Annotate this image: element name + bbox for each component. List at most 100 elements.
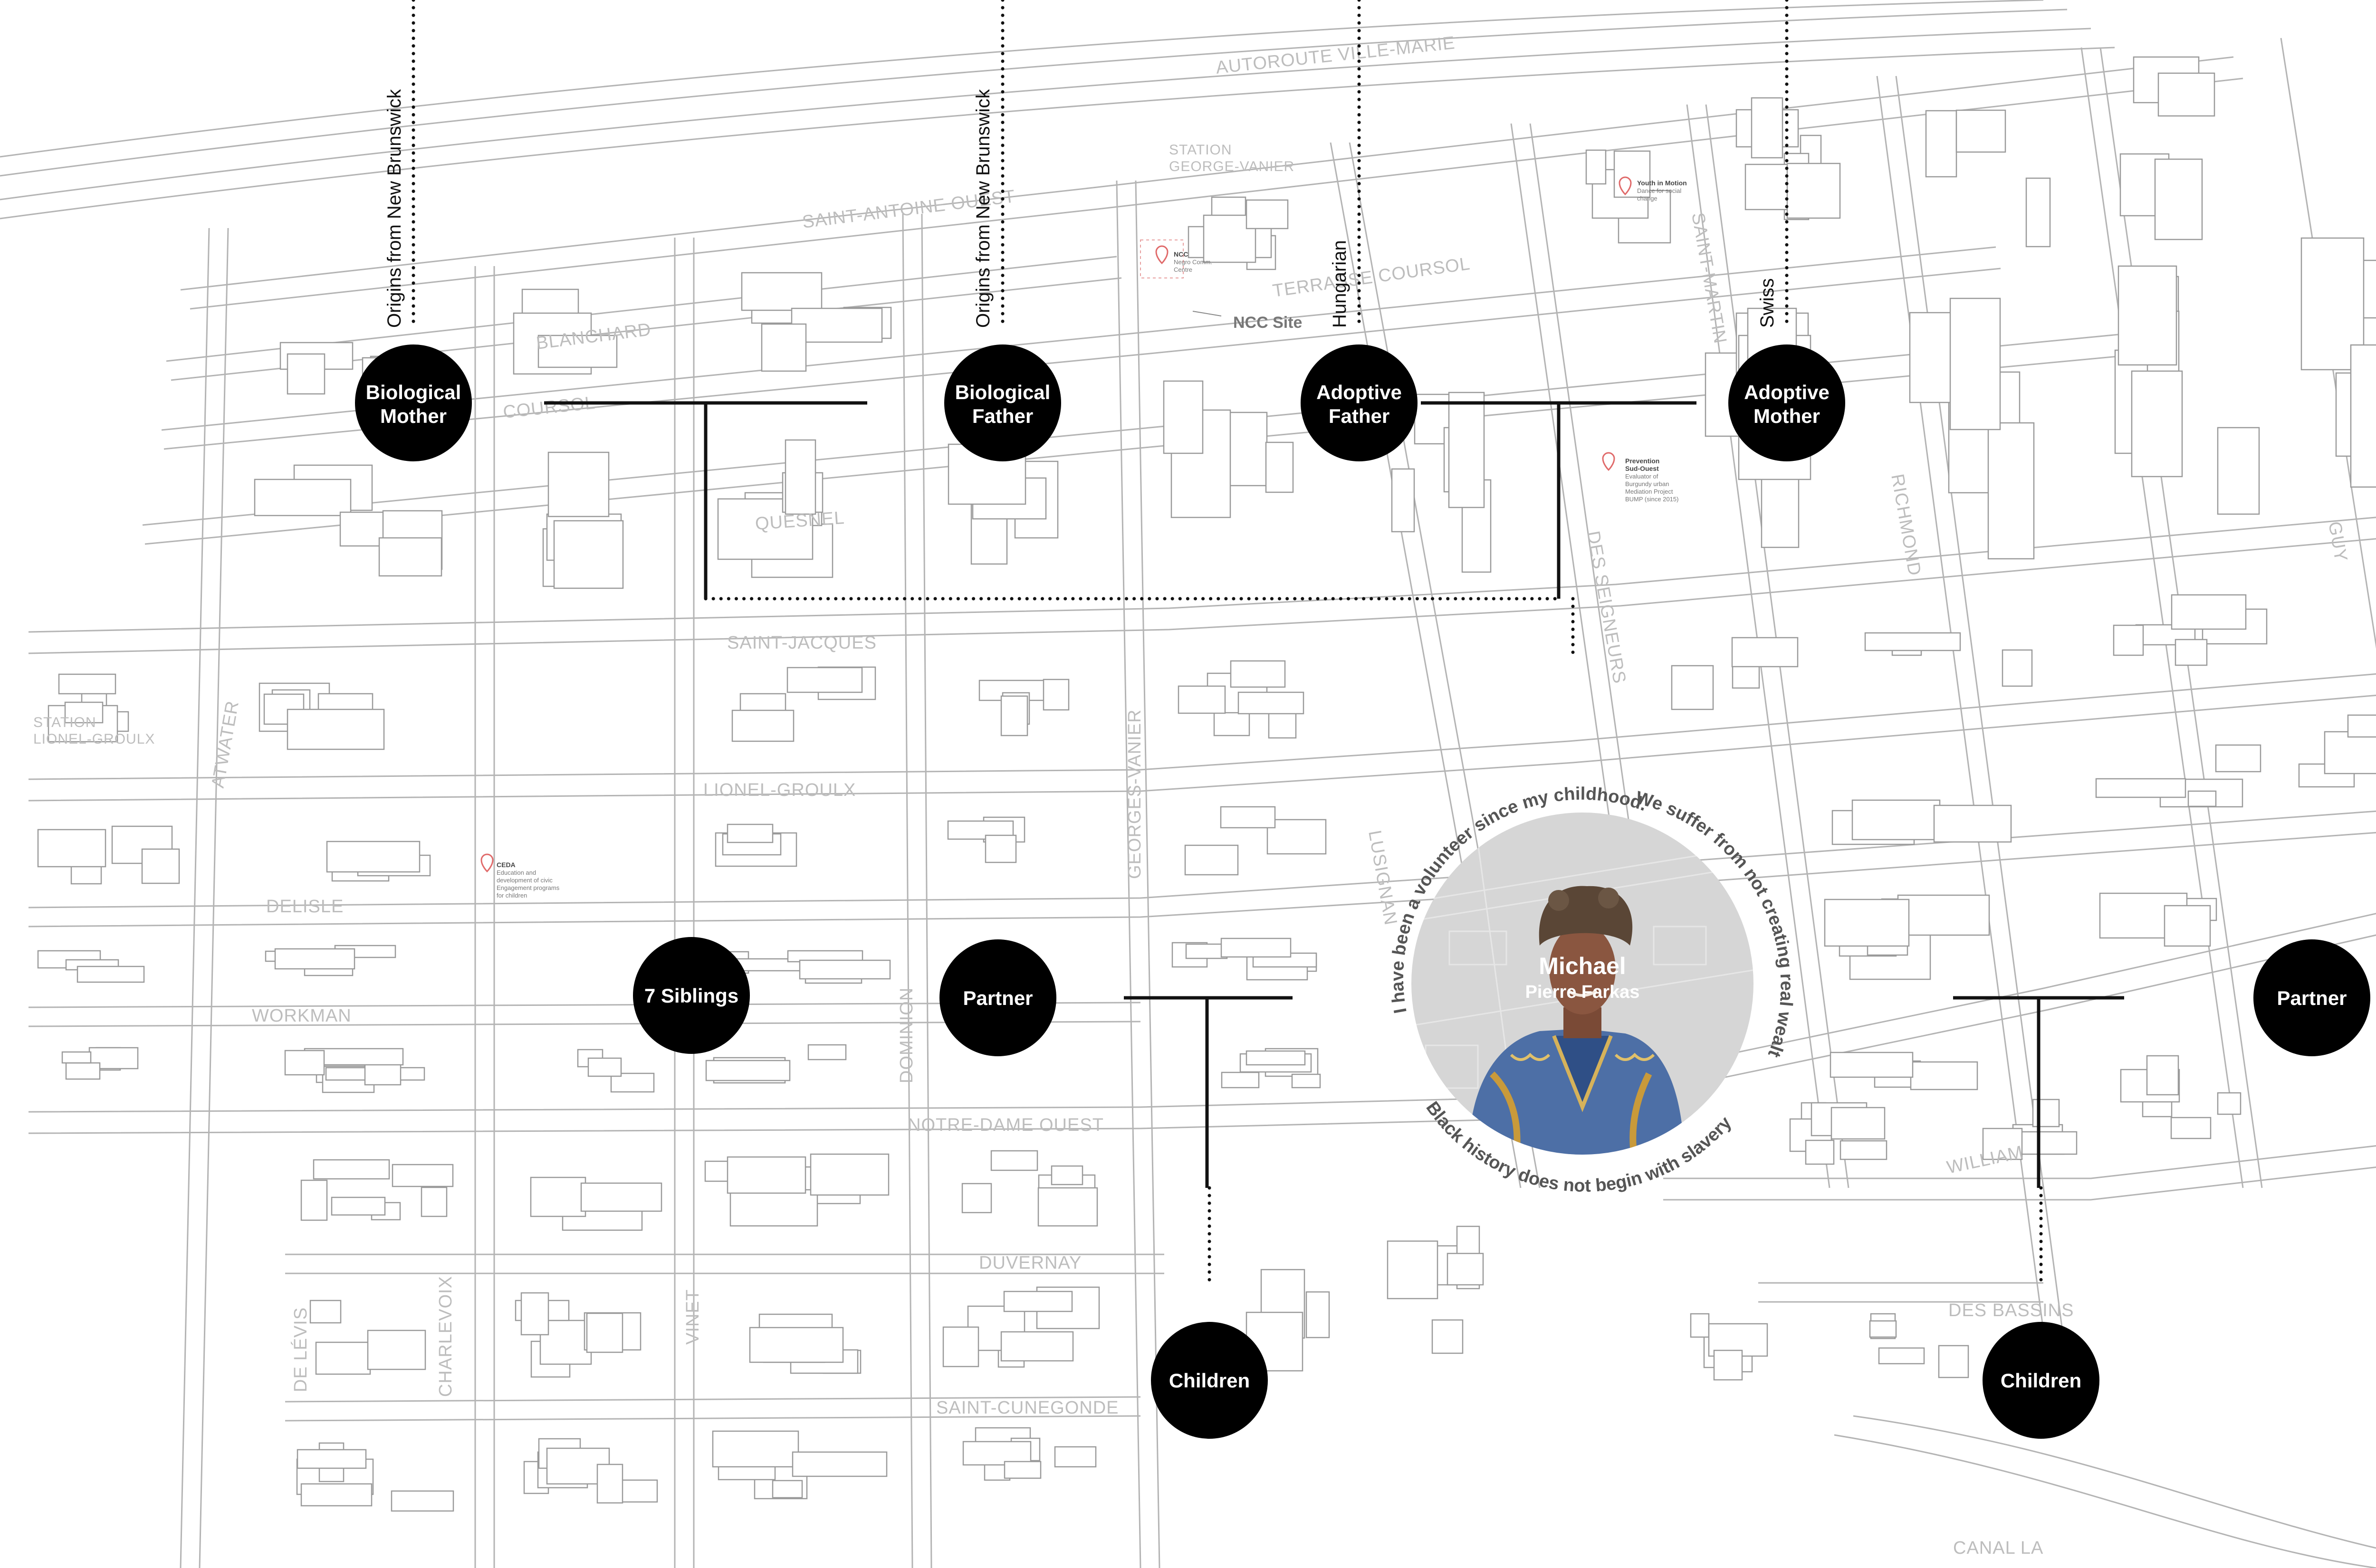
location-pin-icon — [480, 853, 494, 873]
street-label: SAINT-JACQUES — [727, 633, 877, 653]
origin-label-biological-father: Origins from New Brunswick — [973, 89, 994, 328]
building-footprint — [65, 1062, 101, 1080]
building-footprint — [786, 667, 863, 693]
ncc-site-hatch — [1140, 239, 1184, 278]
building-footprint — [729, 1189, 818, 1227]
poi-ceda[interactable]: CEDA Education and development of civic … — [480, 853, 560, 899]
building-footprint — [61, 1051, 92, 1064]
node-label: Partner — [963, 987, 1033, 1009]
building-footprint — [1938, 1345, 1969, 1378]
building-footprint — [1878, 1347, 1925, 1365]
building-footprint — [1213, 710, 1250, 736]
building-footprint — [1220, 937, 1292, 958]
street-label: GUY — [2324, 520, 2351, 563]
family-node-children-left[interactable]: Children — [1151, 1322, 1268, 1439]
node-label: Father — [972, 405, 1033, 427]
building-footprint — [284, 1050, 325, 1076]
building-footprint — [1178, 685, 1226, 714]
building-footprint — [1004, 1461, 1042, 1479]
poi-name: CEDA — [497, 861, 516, 869]
poi-desc: BUMP (since 2015) — [1625, 496, 1678, 503]
building-footprint — [300, 1179, 328, 1221]
building-footprint — [391, 1490, 454, 1512]
poi-youth-in-motion[interactable]: Youth in Motion Dance for social change — [1619, 176, 1687, 202]
building-footprint — [392, 1164, 454, 1187]
building-footprint — [961, 1183, 992, 1214]
family-node-partner-left[interactable]: Partner — [939, 939, 1056, 1056]
building-footprint — [1387, 1240, 1438, 1300]
poi-ncc[interactable]: NCC Negro Comm. Centre NCC Site — [1140, 239, 1302, 332]
poi-name: Sud-Ouest — [1625, 465, 1659, 472]
building-footprint — [1000, 695, 1028, 736]
street-label: SAINT-CUNEGONDE — [936, 1398, 1119, 1418]
building-footprint — [785, 439, 816, 515]
building-footprint — [367, 1329, 426, 1370]
street-label: DES BASSINS — [1948, 1300, 2074, 1320]
building-footprint — [2170, 1117, 2212, 1139]
family-connectors — [544, 401, 2124, 1188]
building-footprint — [792, 1451, 888, 1477]
building-footprint — [1949, 297, 2001, 430]
building-footprint — [741, 272, 823, 311]
building-footprint — [2324, 731, 2376, 774]
building-footprint — [712, 1430, 799, 1468]
family-node-adoptive-mother[interactable]: Adoptive Mother — [1728, 344, 1845, 461]
building-footprint — [2154, 158, 2203, 240]
poi-desc: Dance for social — [1637, 187, 1681, 194]
building-footprint — [64, 701, 104, 724]
building-footprint — [1305, 1291, 1330, 1339]
street-label: DUVERNAY — [979, 1253, 1082, 1273]
building-footprint — [1744, 163, 1794, 210]
street-label: CHARLEVOIX — [436, 1276, 456, 1397]
building-footprint — [2171, 594, 2247, 630]
street-label: CANAL LA — [1953, 1538, 2043, 1558]
building-footprint — [2095, 778, 2186, 798]
family-node-children-right[interactable]: Children — [1983, 1322, 2099, 1439]
building-footprint — [2215, 744, 2261, 773]
street-label: GEORGE-VANIER — [1169, 159, 1294, 174]
poi-name: Youth in Motion — [1637, 179, 1687, 187]
building-footprint — [2002, 649, 2033, 687]
poi-desc: Centre — [1174, 266, 1192, 273]
family-node-adoptive-father[interactable]: Adoptive Father — [1301, 344, 1418, 461]
building-footprint — [1230, 660, 1286, 688]
building-footprint — [705, 1060, 791, 1081]
family-node-siblings[interactable]: 7 Siblings — [633, 937, 750, 1054]
street-label: WORKMAN — [252, 1006, 352, 1026]
family-node-biological-father[interactable]: Biological Father — [944, 344, 1061, 461]
family-node-partner-right[interactable]: Partner — [2253, 939, 2370, 1056]
building-footprint — [300, 1483, 373, 1507]
building-footprint — [326, 841, 421, 873]
node-label: Biological — [366, 381, 461, 403]
building-footprint — [731, 709, 795, 742]
building-footprint — [1043, 679, 1070, 711]
building-footprint — [2131, 370, 2183, 478]
poi-desc: Mediation Project — [1625, 488, 1673, 495]
street-label: NOTRE-DAME OUEST — [908, 1115, 1104, 1135]
building-footprint — [772, 1480, 803, 1499]
building-footprint — [1431, 1319, 1464, 1354]
poi-desc: Engagement programs — [497, 884, 560, 891]
street-label: DELISLE — [266, 897, 344, 917]
street-label: GEORGES-VANIER — [1125, 709, 1145, 879]
street-label: DOMINION — [897, 987, 917, 1083]
building-footprint — [313, 1159, 390, 1180]
building-footprint — [1051, 1165, 1083, 1186]
building-footprint — [942, 1326, 979, 1367]
building-footprint — [1037, 1187, 1098, 1227]
building-footprint — [287, 353, 326, 395]
building-footprint — [1054, 1446, 1097, 1468]
building-footprint — [2032, 1099, 2060, 1128]
family-node-biological-mother[interactable]: Biological Mother — [355, 344, 472, 461]
building-footprint — [985, 834, 1017, 863]
building-footprint — [2157, 72, 2215, 117]
building-footprint — [421, 1186, 448, 1217]
building-footprint — [1839, 1140, 1887, 1160]
building-footprint — [1786, 163, 1841, 219]
street-label: AUTOROUTE VILLE-MARIE — [1215, 33, 1456, 78]
building-footprint — [1671, 665, 1714, 710]
poi-desc: change — [1637, 195, 1657, 202]
poi-desc: Burgundy urban — [1625, 480, 1669, 488]
poi-prevention-sud-ouest[interactable]: Prevention Sud-Ouest Evaluator of Burgun… — [1602, 452, 1678, 503]
